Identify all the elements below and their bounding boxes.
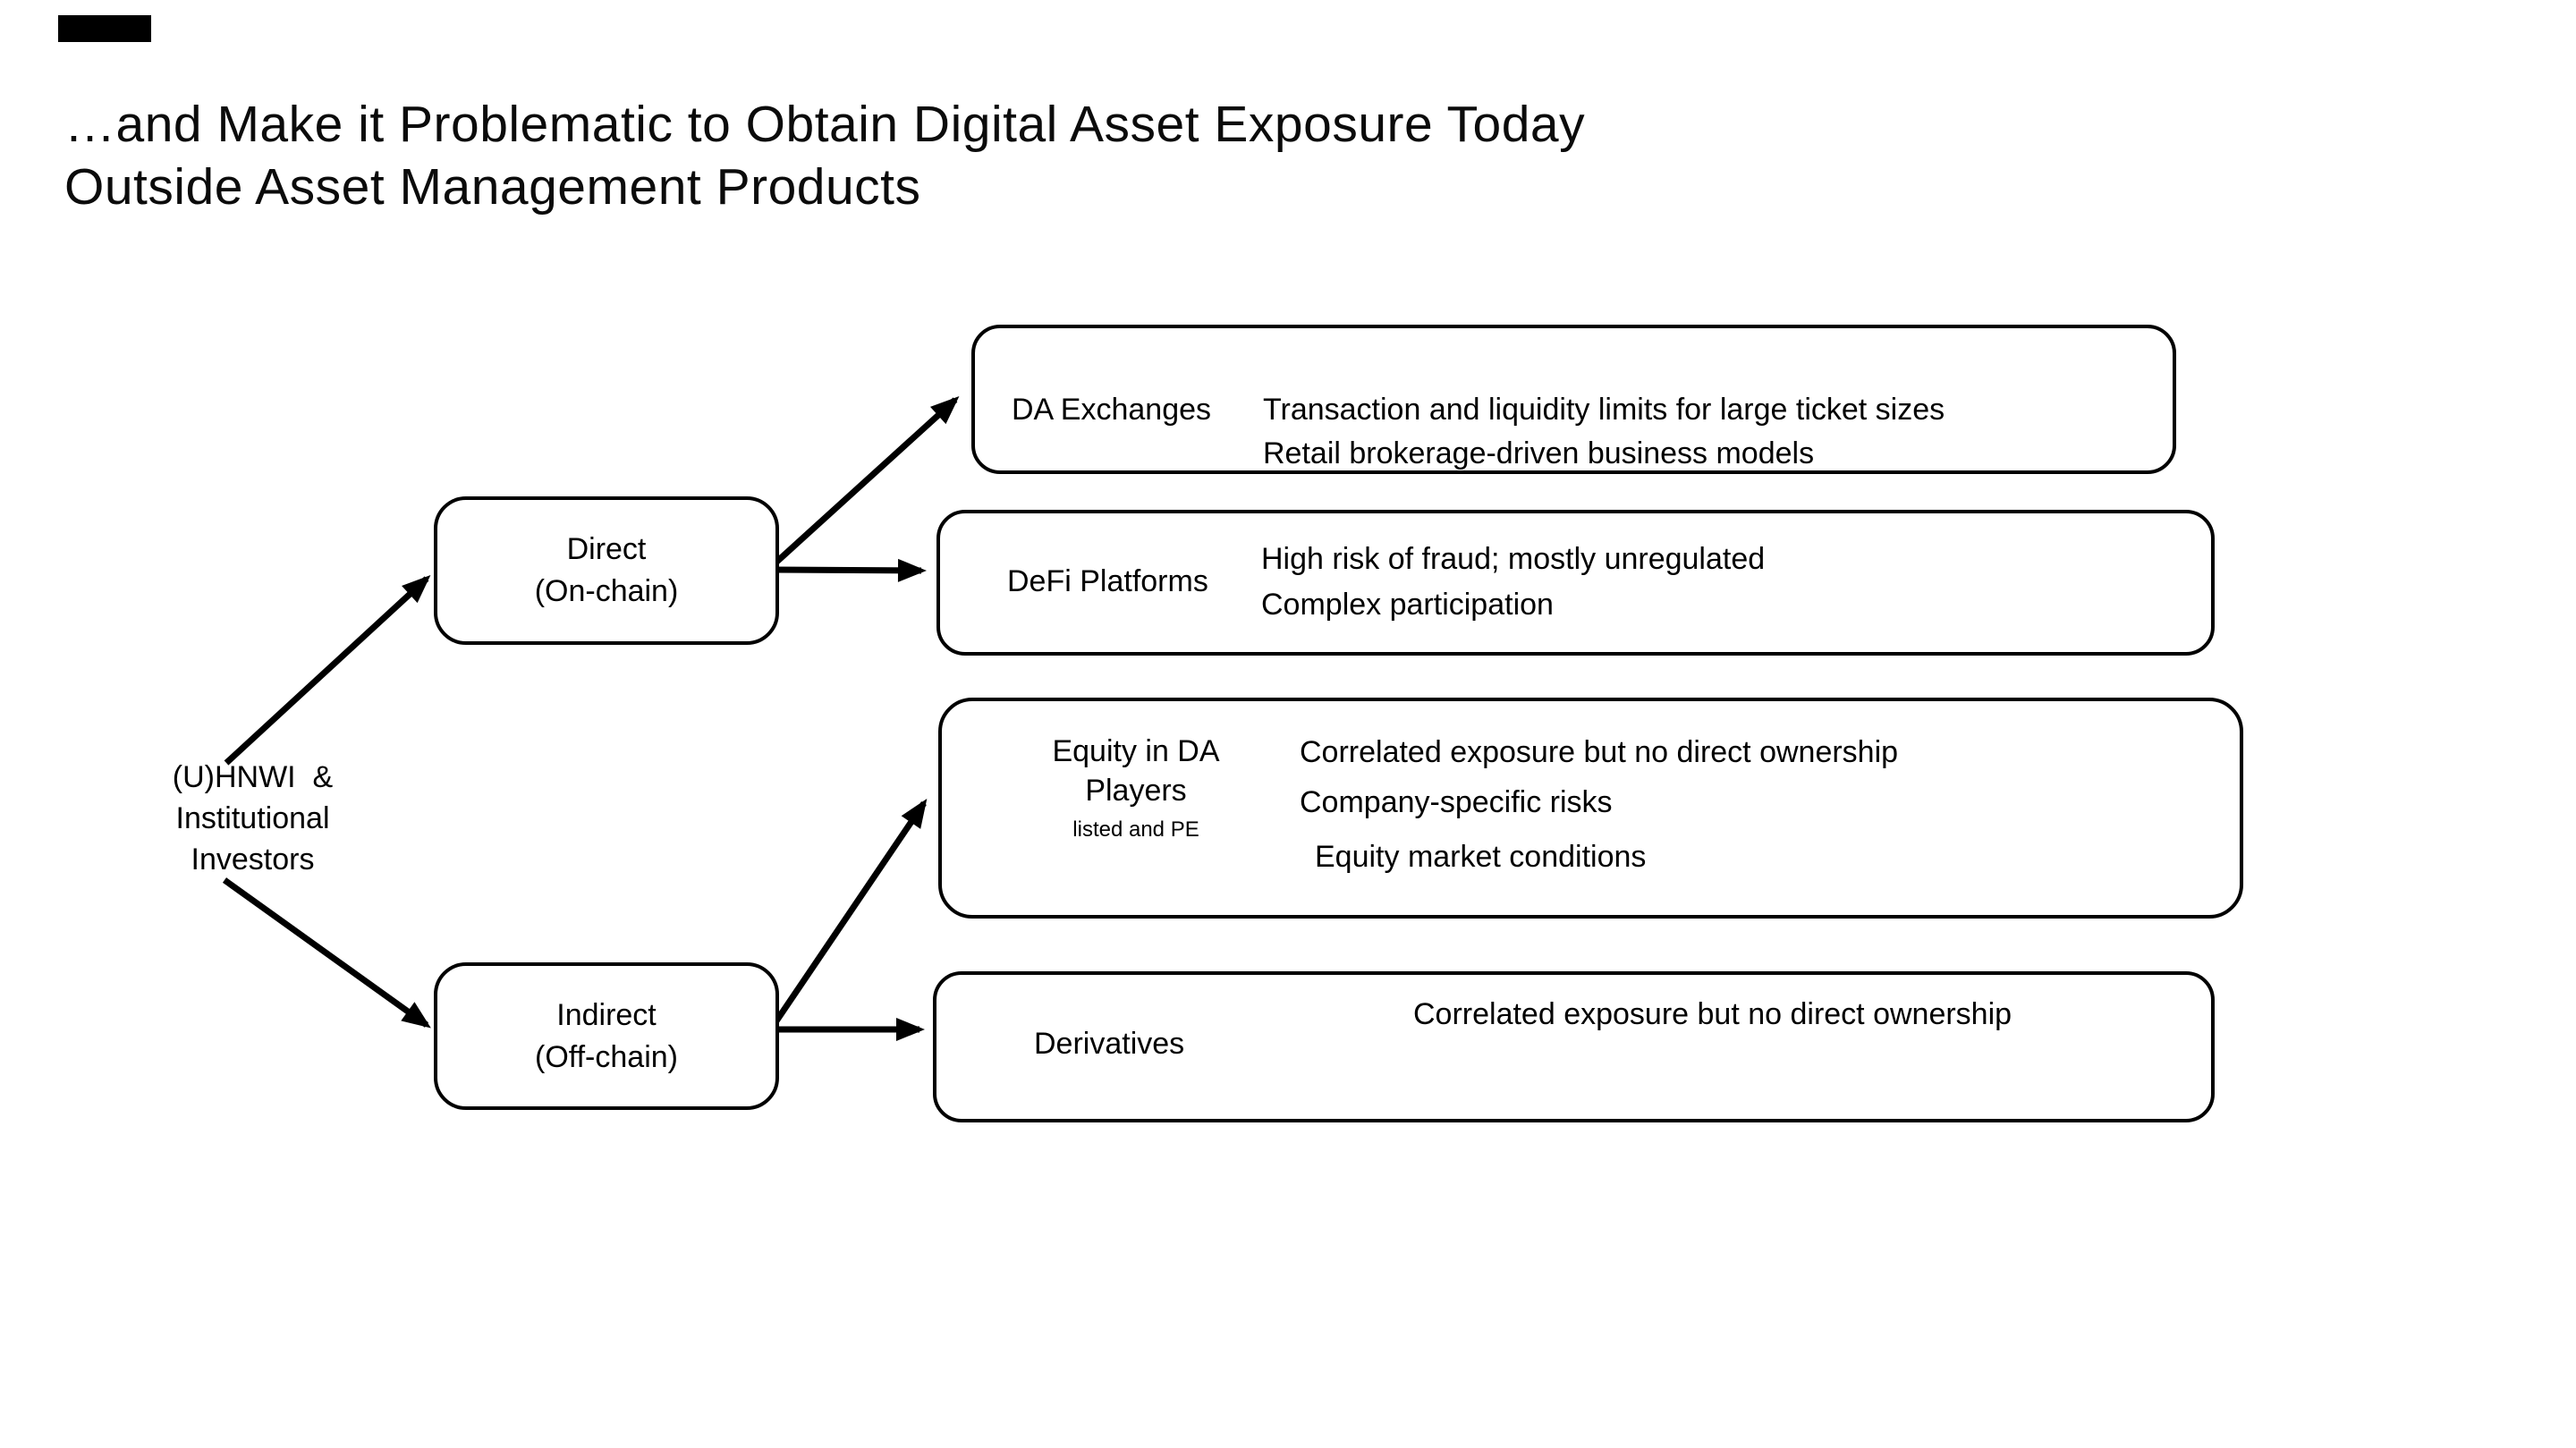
equity-label-block: Equity in DA Players listed and PE — [1002, 732, 1270, 850]
equity-label-sub: listed and PE — [1072, 817, 1199, 842]
slide-title-line2: Outside Asset Management Products — [64, 158, 921, 216]
slide-title-line1: …and Make it Problematic to Obtain Digit… — [64, 96, 1586, 153]
defi-platforms-label: DeFi Platforms — [1007, 564, 1208, 598]
arrow-root-to-direct — [224, 574, 431, 766]
root-investors-line2: Institutional — [175, 801, 330, 835]
box-derivatives — [933, 971, 2215, 1122]
equity-point2: Company-specific risks — [1300, 785, 1613, 819]
node-indirect-line2: (Off-chain) — [535, 1039, 678, 1074]
root-investors-line1: (U)HNWI & — [172, 760, 334, 794]
da-exchanges-label: DA Exchanges — [1012, 393, 1212, 427]
node-direct-line1: Direct — [566, 532, 647, 566]
root-investors-label: (U)HNWI & Institutional Investors — [134, 757, 371, 880]
box-equity-in-da-players — [938, 698, 2243, 919]
equity-point3: Equity market conditions — [1315, 840, 1647, 874]
derivatives-label: Derivatives — [1034, 1027, 1185, 1061]
root-investors-line3: Investors — [191, 843, 315, 876]
node-indirect-offchain: Indirect (Off-chain) — [434, 962, 779, 1110]
node-direct-onchain: Direct (On-chain) — [434, 496, 779, 645]
derivatives-point1: Correlated exposure but no direct owners… — [1413, 997, 2012, 1031]
equity-label-line1: Equity in DA — [1052, 734, 1220, 768]
equity-label-line2: Players — [1085, 774, 1187, 808]
slide-title: …and Make it Problematic to Obtain Digit… — [64, 93, 2122, 218]
da-exchanges-point2: Retail brokerage-driven business models — [1263, 436, 1815, 470]
arrow-root-to-indirect — [222, 877, 431, 1029]
arrow-direct-to-da — [769, 395, 960, 569]
da-exchanges-point1: Transaction and liquidity limits for lar… — [1263, 393, 1945, 427]
box-da-exchanges — [971, 325, 2176, 474]
arrow-indirect-to-equity — [769, 799, 928, 1029]
corner-mark — [58, 15, 151, 42]
arrow-direct-to-defi — [771, 558, 927, 582]
equity-point1: Correlated exposure but no direct owners… — [1300, 735, 1899, 769]
defi-platforms-point1: High risk of fraud; mostly unregulated — [1261, 542, 1766, 576]
node-indirect-line1: Indirect — [556, 997, 657, 1032]
box-defi-platforms — [936, 510, 2215, 656]
node-direct-line2: (On-chain) — [534, 574, 679, 608]
defi-platforms-point2: Complex participation — [1261, 588, 1554, 622]
